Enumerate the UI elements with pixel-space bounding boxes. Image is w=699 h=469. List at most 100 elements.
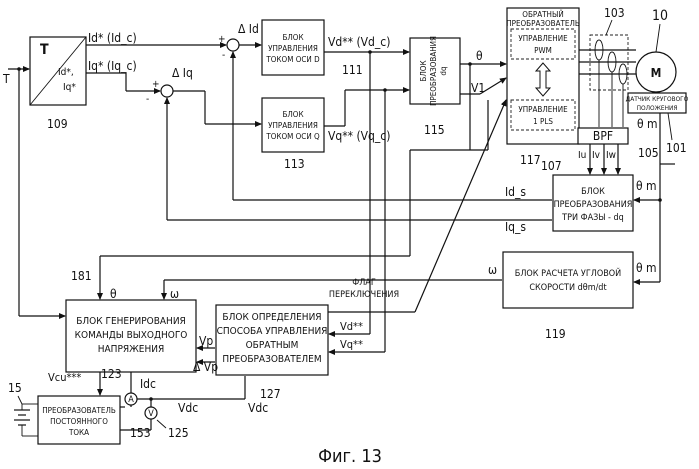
svg-text:ОБРАТНЫМ: ОБРАТНЫМ (246, 340, 299, 351)
svg-text:УПРАВЛЕНИЯ: УПРАВЛЕНИЯ (268, 121, 318, 130)
svg-text:БЛОК: БЛОК (282, 33, 303, 42)
svg-text:СПОСОБА УПРАВЛЕНИЯ: СПОСОБА УПРАВЛЕНИЯ (217, 326, 328, 337)
label-vcu: Vcu*** (48, 371, 81, 384)
ref-153: 153 (130, 426, 151, 440)
table-out-d: Id*, (58, 67, 74, 78)
svg-text:V: V (148, 409, 154, 419)
svg-text:ТОКОМ ОСИ Q: ТОКОМ ОСИ Q (265, 132, 320, 141)
svg-text:ТРИ ФАЗЫ - dq: ТРИ ФАЗЫ - dq (561, 213, 624, 223)
battery-15: 15 (8, 381, 38, 436)
table-symbol: T (40, 42, 49, 58)
svg-text:УПРАВЛЕНИЕ: УПРАВЛЕНИЕ (518, 34, 568, 43)
svg-text:КОМАНДЫ ВЫХОДНОГО: КОМАНДЫ ВЫХОДНОГО (75, 330, 188, 341)
svg-text:+: + (152, 79, 160, 90)
svg-text:СКОРОСТИ dθm/dt: СКОРОСТИ dθm/dt (529, 283, 606, 293)
label-vdc-2: Vdc (248, 401, 268, 415)
svg-text:BPF: BPF (593, 129, 613, 143)
svg-text:БЛОК РАСЧЕТА УГЛОВОЙ: БЛОК РАСЧЕТА УГЛОВОЙ (515, 267, 621, 279)
svg-text:dq: dq (439, 66, 448, 75)
label-omega-181: ω (170, 287, 179, 301)
svg-text:УПРАВЛЕНИЯ: УПРАВЛЕНИЯ (268, 44, 318, 53)
ref-10: 10 (652, 8, 668, 24)
sum-junction-q (161, 85, 173, 97)
svg-text:-: - (146, 94, 149, 105)
ref-111: 111 (342, 63, 363, 77)
ref-101: 101 (666, 141, 687, 155)
dq-transform-block-115: БЛОК ПРЕОБРАЗОВАНИЯ dq 115 (410, 36, 460, 137)
angular-velocity-block-119: БЛОК РАСЧЕТА УГЛОВОЙ СКОРОСТИ dθm/dt 119 (503, 252, 633, 341)
label-theta-m-top: θ m (637, 117, 658, 131)
motor-symbol: M (651, 66, 662, 80)
label-delta-id: Δ Id (238, 22, 259, 36)
ref-107: 107 (541, 159, 562, 173)
table-out-q: Iq* (63, 82, 76, 93)
figure-caption: Фиг. 13 (318, 446, 382, 467)
svg-text:ПРЕОБРАЗОВАТЕЛЬ: ПРЕОБРАЗОВАТЕЛЬ (506, 19, 580, 28)
svg-text:+: + (218, 34, 226, 45)
voltage-command-block-181: БЛОК ГЕНЕРИРОВАНИЯ КОМАНДЫ ВЫХОДНОГО НАП… (66, 269, 196, 372)
ref-109: 109 (47, 117, 68, 131)
ref-103: 103 (604, 6, 625, 20)
label-id-s: Id_s (505, 185, 526, 199)
svg-text:БЛОК: БЛОК (581, 187, 605, 197)
ref-117: 117 (520, 153, 541, 167)
label-iw: Iw (606, 150, 616, 161)
svg-text:ПРЕОБРАЗОВАНИЯ: ПРЕОБРАЗОВАНИЯ (554, 200, 633, 210)
three-phase-dq-block-107: БЛОК ПРЕОБРАЗОВАНИЯ ТРИ ФАЗЫ - dq 107 (541, 159, 633, 231)
sum-junction-d (227, 39, 239, 51)
label-idc: Idc (140, 377, 156, 391)
ref-125: 125 (168, 426, 189, 440)
label-switch-flag: ФЛАГ (352, 278, 376, 288)
ref-123: 123 (101, 367, 122, 381)
ref-181: 181 (71, 269, 92, 283)
svg-text:НАПРЯЖЕНИЯ: НАПРЯЖЕНИЯ (98, 344, 164, 355)
svg-text:ПОСТОЯННОГО: ПОСТОЯННОГО (50, 417, 108, 426)
label-vq2: Vq** (340, 338, 363, 351)
svg-text:ПОЛОЖЕНИЯ: ПОЛОЖЕНИЯ (637, 104, 678, 112)
label-theta-m-107: θ m (636, 179, 657, 193)
ref-15: 15 (8, 381, 22, 395)
label-theta-181: θ (110, 287, 117, 301)
label-iu: Iu (578, 150, 586, 161)
svg-text:ПЕРЕКЛЮЧЕНИЯ: ПЕРЕКЛЮЧЕНИЯ (329, 290, 399, 300)
svg-text:ТОКА: ТОКА (68, 428, 89, 437)
svg-text:ДАТЧИК КРУГОВОГО: ДАТЧИК КРУГОВОГО (626, 95, 689, 103)
label-vdc-1: Vdc (178, 401, 198, 415)
svg-text:БЛОК: БЛОК (419, 60, 428, 81)
svg-text:A: A (128, 395, 134, 405)
ref-115: 115 (424, 123, 445, 137)
label-omega-119: ω (488, 263, 497, 277)
label-vp: Vp (199, 334, 213, 348)
ref-119: 119 (545, 327, 566, 341)
svg-text:ПРЕОБРАЗОВАТЕЛЕМ: ПРЕОБРАЗОВАТЕЛЕМ (222, 354, 321, 365)
svg-text:ТОКОМ ОСИ D: ТОКОМ ОСИ D (265, 55, 320, 64)
svg-text:1 PLS: 1 PLS (533, 117, 553, 126)
svg-text:БЛОК ГЕНЕРИРОВАНИЯ: БЛОК ГЕНЕРИРОВАНИЯ (76, 316, 186, 327)
label-delta-iq: Δ Iq (172, 66, 193, 80)
label-torque: T (2, 72, 10, 86)
svg-text:ПРЕОБРАЗОВАНИЯ: ПРЕОБРАЗОВАНИЯ (429, 36, 438, 106)
label-vd-cmd: Vd** (Vd_c) (328, 35, 390, 49)
svg-text:БЛОК: БЛОК (282, 110, 303, 119)
label-theta: θ (476, 49, 483, 63)
label-vq-cmd: Vq** (Vq_c) (328, 129, 390, 143)
label-theta-m-119: θ m (636, 261, 657, 275)
label-iv: Iv (592, 150, 601, 161)
ref-127: 127 (260, 387, 281, 401)
ref-105: 105 (638, 146, 659, 160)
svg-text:УПРАВЛЕНИЕ: УПРАВЛЕНИЕ (518, 105, 568, 114)
svg-text:ОБРАТНЫЙ: ОБРАТНЫЙ (522, 8, 563, 19)
svg-text:PWM: PWM (534, 46, 552, 55)
svg-text:ПРЕОБРАЗОВАТЕЛЬ: ПРЕОБРАЗОВАТЕЛЬ (42, 406, 116, 415)
label-delta-vp: Δ Vp (193, 360, 218, 374)
label-vd2: Vd** (340, 320, 363, 333)
label-v1: V1 (471, 81, 485, 95)
svg-text:-: - (222, 50, 225, 61)
q-axis-current-control-block-113: БЛОК УПРАВЛЕНИЯ ТОКОМ ОСИ Q 113 (262, 98, 324, 171)
inverter-block-117: ОБРАТНЫЙ ПРЕОБРАЗОВАТЕЛЬ УПРАВЛЕНИЕ PWM … (506, 8, 580, 167)
label-iq-s: Iq_s (505, 220, 526, 234)
ref-113: 113 (284, 157, 305, 171)
motor-10: M 10 ДАТЧИК КРУГОВОГО ПОЛОЖЕНИЯ 101 (626, 8, 689, 155)
table-block-109: T Id*, Iq* 109 (30, 37, 86, 131)
